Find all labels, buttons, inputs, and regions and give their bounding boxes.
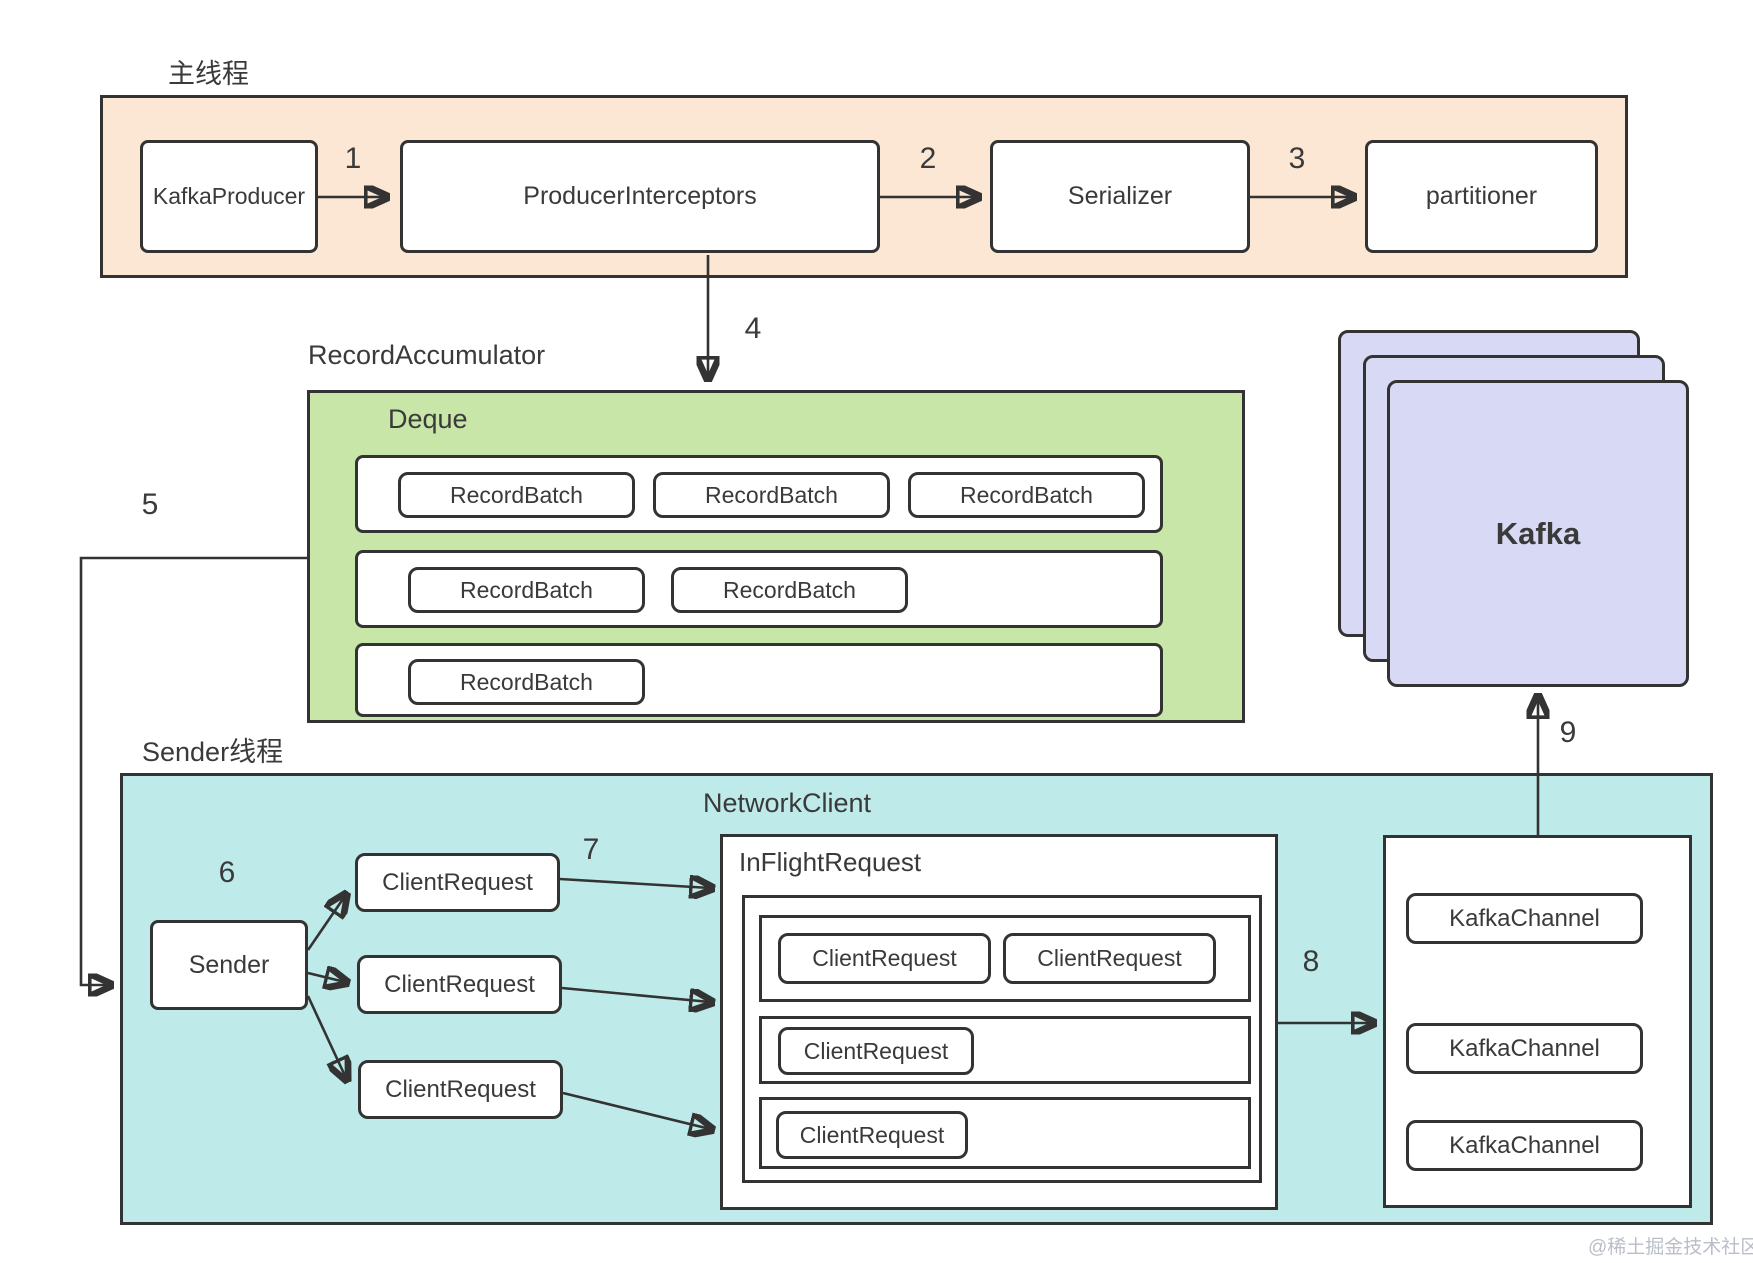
- record-batch-chip: RecordBatch: [908, 472, 1145, 518]
- node-kafka-producer: KafkaProducer: [140, 140, 318, 253]
- step-6-label: 6: [218, 856, 236, 889]
- watermark: @稀土掘金技术社区: [1588, 1237, 1753, 1258]
- kafka-channel-box: KafkaChannel KafkaChannel KafkaChannel: [1383, 835, 1692, 1208]
- record-batch-chip: RecordBatch: [398, 472, 635, 518]
- sender-thread-label: Sender线程: [142, 737, 284, 767]
- record-accumulator-label: RecordAccumulator: [308, 340, 546, 370]
- record-batch-chip: RecordBatch: [653, 472, 890, 518]
- inflight-inner-container: ClientRequest ClientRequest ClientReques…: [742, 895, 1262, 1183]
- node-partitioner: partitioner: [1365, 140, 1598, 253]
- kafka-card-front: Kafka: [1387, 380, 1689, 687]
- deque-row-2: RecordBatch RecordBatch: [355, 550, 1163, 628]
- node-client-request-1: ClientRequest: [355, 853, 560, 912]
- inflight-request-label: InFlightRequest: [739, 847, 922, 877]
- step-9-label: 9: [1559, 716, 1577, 749]
- record-batch-chip: RecordBatch: [408, 567, 645, 613]
- step-8-label: 8: [1302, 945, 1320, 978]
- client-request-chip: ClientRequest: [778, 1027, 974, 1075]
- node-producer-interceptors: ProducerInterceptors: [400, 140, 880, 253]
- step-5-label: 5: [141, 488, 159, 521]
- step-1-label: 1: [344, 142, 362, 175]
- node-serializer: Serializer: [990, 140, 1250, 253]
- network-client-label: NetworkClient: [703, 788, 872, 818]
- node-client-request-2: ClientRequest: [357, 955, 562, 1014]
- deque-row-1: RecordBatch RecordBatch RecordBatch: [355, 455, 1163, 533]
- inflight-row-2: ClientRequest: [759, 1016, 1251, 1084]
- kafka-channel-chip: KafkaChannel: [1406, 893, 1643, 944]
- deque-label: Deque: [388, 404, 468, 434]
- client-request-chip: ClientRequest: [778, 933, 991, 984]
- node-sender: Sender: [150, 920, 308, 1010]
- inflight-row-3: ClientRequest: [759, 1097, 1251, 1169]
- step-4-label: 4: [744, 312, 762, 345]
- main-thread-label: 主线程: [168, 59, 249, 89]
- kafka-channel-chip: KafkaChannel: [1406, 1023, 1643, 1074]
- inflight-request-box: InFlightRequest ClientRequest ClientRequ…: [720, 834, 1278, 1210]
- node-client-request-3: ClientRequest: [358, 1060, 563, 1119]
- step-2-label: 2: [919, 142, 937, 175]
- step-7-label: 7: [582, 833, 600, 866]
- deque-row-3: RecordBatch: [355, 643, 1163, 717]
- record-batch-chip: RecordBatch: [671, 567, 908, 613]
- kafka-channel-chip: KafkaChannel: [1406, 1120, 1643, 1171]
- record-batch-chip: RecordBatch: [408, 659, 645, 705]
- client-request-chip: ClientRequest: [1003, 933, 1216, 984]
- step-3-label: 3: [1288, 142, 1306, 175]
- client-request-chip: ClientRequest: [776, 1111, 968, 1159]
- inflight-row-1: ClientRequest ClientRequest: [759, 915, 1251, 1002]
